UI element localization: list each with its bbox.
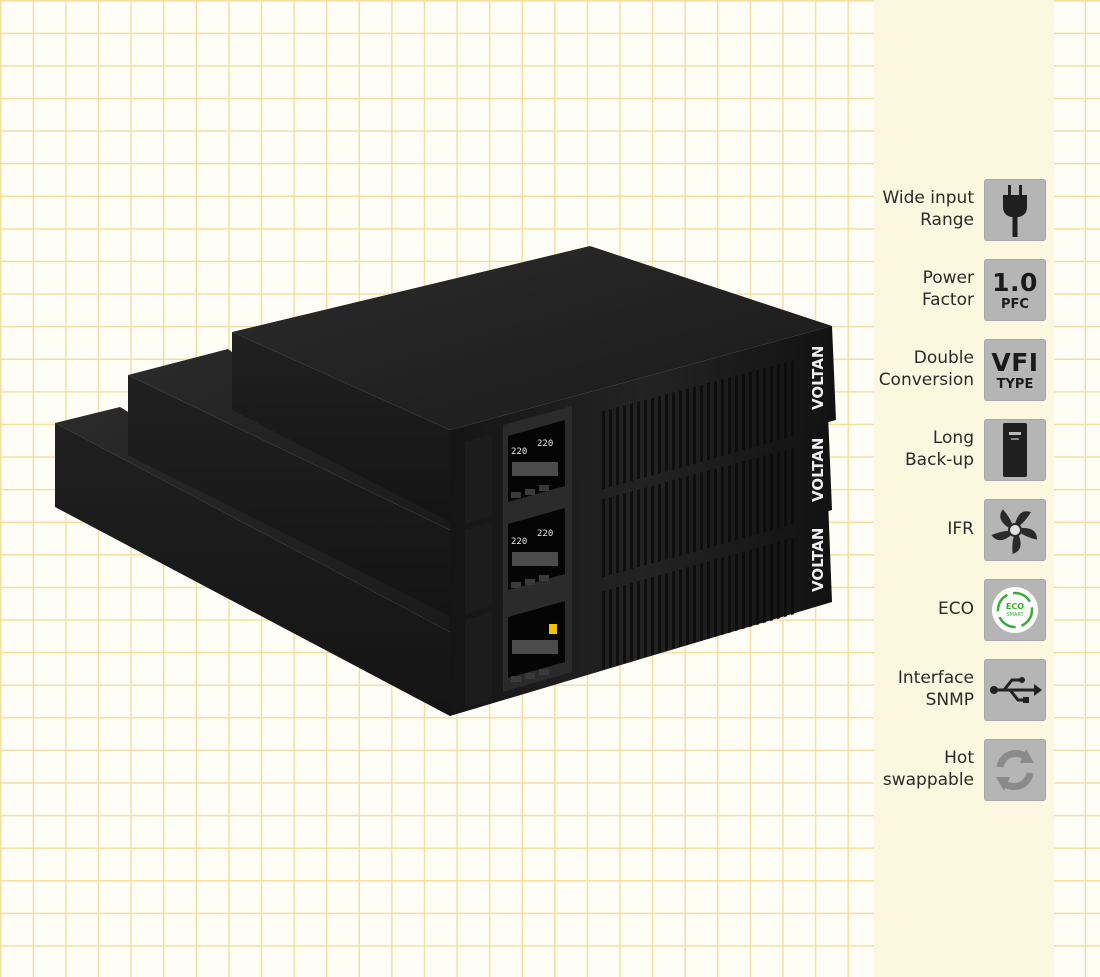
- lcd-reading-top-in: 220: [511, 447, 527, 457]
- usb-icon: [984, 659, 1046, 721]
- brand-label-top: VOLTAN: [809, 346, 827, 410]
- ups-stack-illustration: 220 220 220 220 VOLTAN VOLTAN VOLTAN: [55, 246, 836, 716]
- feature-panel: [874, 0, 1054, 977]
- feature-eco: ECO ECO SMART: [874, 576, 1054, 642]
- plug-icon: [984, 179, 1046, 241]
- battery-cabinet-icon: [984, 419, 1046, 481]
- feature-label: ECO: [938, 599, 974, 619]
- eco-icon-text: ECO: [1006, 602, 1024, 611]
- brand-label-middle: VOLTAN: [809, 438, 827, 502]
- ups-unit-middle: [128, 349, 832, 616]
- eco-smart-icon: ECO SMART: [984, 579, 1046, 641]
- lcd-reading-middle-out: 220: [537, 529, 553, 539]
- ups-unit-top: [232, 246, 836, 524]
- feature-ifr: IFR: [874, 496, 1054, 562]
- hot-swap-icon: [984, 739, 1046, 801]
- lcd-reading-top-out: 220: [537, 439, 553, 449]
- lcd-reading-middle-in: 220: [511, 537, 527, 547]
- brand-label-bottom: VOLTAN: [809, 528, 827, 592]
- feature-label: IFR: [947, 519, 974, 539]
- grid-strip: [1054, 0, 1100, 977]
- fan-icon: [984, 499, 1046, 561]
- eco-icon-subtext: SMART: [1006, 612, 1024, 618]
